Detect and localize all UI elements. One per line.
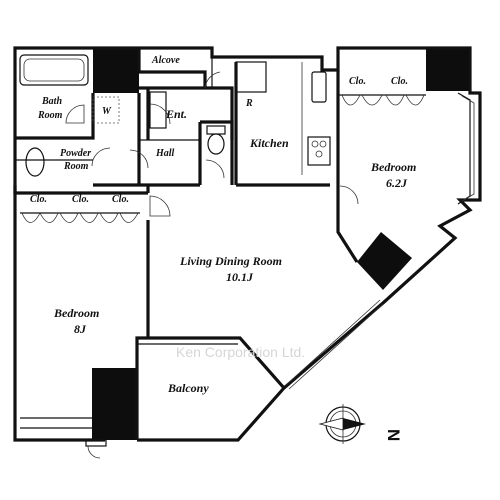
hall-label: Hall xyxy=(155,148,175,159)
entrance-label: Ent. xyxy=(165,107,187,121)
closet-door xyxy=(341,94,425,106)
bedroom-right-name: Bedroom xyxy=(370,160,416,174)
powder-room-label: Powder xyxy=(60,148,91,159)
door-frame xyxy=(85,439,107,447)
closet-label: Clo. xyxy=(72,194,89,205)
interior-wall xyxy=(336,70,359,263)
powder-room-label: Room xyxy=(63,161,89,172)
interior-wall xyxy=(139,70,207,88)
watermark: Ken Corporation Ltd. xyxy=(176,344,305,360)
window xyxy=(288,303,384,390)
sink xyxy=(25,147,45,177)
door-swing xyxy=(129,149,149,169)
stove xyxy=(307,136,331,166)
bay-window xyxy=(461,95,475,202)
door-swing xyxy=(205,159,225,179)
closet-label: Clo. xyxy=(349,76,366,87)
refrigerator-label: R xyxy=(245,98,253,109)
burner xyxy=(315,150,323,158)
door-swing xyxy=(65,104,85,124)
interior-wall xyxy=(200,120,234,185)
compass-icon xyxy=(318,404,366,444)
bath-room-label: Room xyxy=(37,110,63,121)
closet-door xyxy=(21,212,139,223)
pillar xyxy=(426,48,470,91)
bathtub xyxy=(19,54,89,86)
exterior-wall xyxy=(13,46,482,442)
bathtub-inner xyxy=(23,58,85,82)
shoe-cabinet xyxy=(149,91,167,129)
interior-wall xyxy=(13,185,148,195)
washer-label: W xyxy=(102,106,112,117)
toilet-tank xyxy=(206,125,226,135)
kitchen-label: Kitchen xyxy=(249,136,289,150)
bedroom-right-size: 6.2J xyxy=(386,176,408,190)
balcony-label: Balcony xyxy=(167,381,209,395)
exterior-wall xyxy=(13,193,20,442)
window xyxy=(285,299,381,386)
bedroom-left-name: Bedroom xyxy=(53,306,99,320)
closet-label: Clo. xyxy=(391,76,408,87)
alcove-label: Alcove xyxy=(151,55,180,66)
door-swing xyxy=(91,147,111,167)
door-swing xyxy=(87,445,101,459)
pillar xyxy=(92,368,137,440)
living-room-name: Living Dining Room xyxy=(179,254,282,268)
refrigerator-space xyxy=(235,61,267,93)
kitchen-sink xyxy=(311,71,327,103)
compass-north-label: N xyxy=(384,429,403,441)
pillar xyxy=(357,232,412,290)
washer-space xyxy=(92,96,120,124)
burner xyxy=(319,140,327,148)
pillar xyxy=(93,48,139,93)
door-swing xyxy=(339,185,359,205)
balcony-wall xyxy=(135,336,286,440)
bay-window xyxy=(457,92,471,205)
living-room-size: 10.1J xyxy=(226,270,254,284)
toilet-bowl xyxy=(207,133,225,155)
burner xyxy=(311,140,319,148)
door-swing xyxy=(149,103,171,125)
bath-room-label: Bath xyxy=(41,96,62,107)
bedroom-left-size: 8J xyxy=(74,322,87,336)
closet-label: Clo. xyxy=(112,194,129,205)
door-swing xyxy=(204,71,221,89)
door-swing xyxy=(149,195,171,217)
closet-label: Clo. xyxy=(30,194,47,205)
